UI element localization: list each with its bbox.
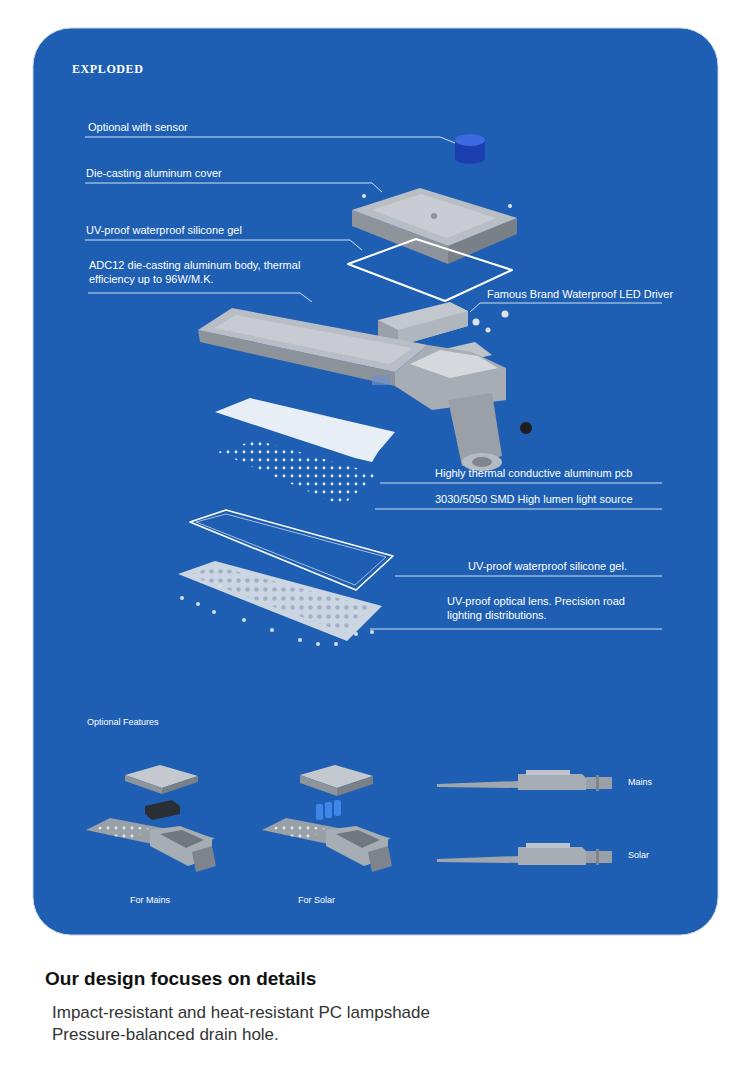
part-label: Die-casting aluminum cover bbox=[86, 166, 222, 180]
section-heading: Our design focuses on details bbox=[45, 966, 316, 991]
variant-label: For Mains bbox=[130, 894, 170, 906]
part-label: UV-proof waterproof silicone gel. bbox=[468, 559, 627, 573]
leader-lines bbox=[85, 137, 662, 629]
variant-label: For Solar bbox=[298, 894, 335, 906]
sensor bbox=[455, 134, 485, 164]
mains-kit bbox=[86, 765, 216, 872]
part-label: 3030/5050 SMD High lumen light source bbox=[435, 492, 633, 506]
part-label: Highly thermal conductive aluminum pcb bbox=[435, 466, 632, 480]
section-heading: Optional Features bbox=[87, 716, 159, 728]
part-label: UV-proof waterproof silicone gel bbox=[86, 223, 242, 237]
part-label: UV-proof optical lens. Precision road li… bbox=[447, 594, 647, 622]
part-label: Famous Brand Waterproof LED Driver bbox=[487, 287, 673, 301]
part-label: ADC12 die-casting aluminum body, thermal… bbox=[89, 258, 304, 286]
feature-note: Pressure-balanced drain hole. bbox=[52, 1024, 279, 1046]
screws bbox=[180, 584, 374, 646]
solar-kit bbox=[262, 765, 392, 872]
optical-lens bbox=[178, 561, 382, 641]
variant-label: Solar bbox=[628, 849, 649, 861]
variant-label: Mains bbox=[628, 776, 652, 788]
blue-panel bbox=[33, 28, 718, 935]
feature-note: Impact-resistant and heat-resistant PC l… bbox=[52, 1002, 430, 1024]
side-view-mains bbox=[437, 770, 612, 791]
panel-title: EXPLODED bbox=[72, 61, 143, 77]
side-view-solar bbox=[437, 843, 612, 865]
led-array bbox=[218, 440, 378, 506]
part-label: Optional with sensor bbox=[88, 120, 188, 134]
